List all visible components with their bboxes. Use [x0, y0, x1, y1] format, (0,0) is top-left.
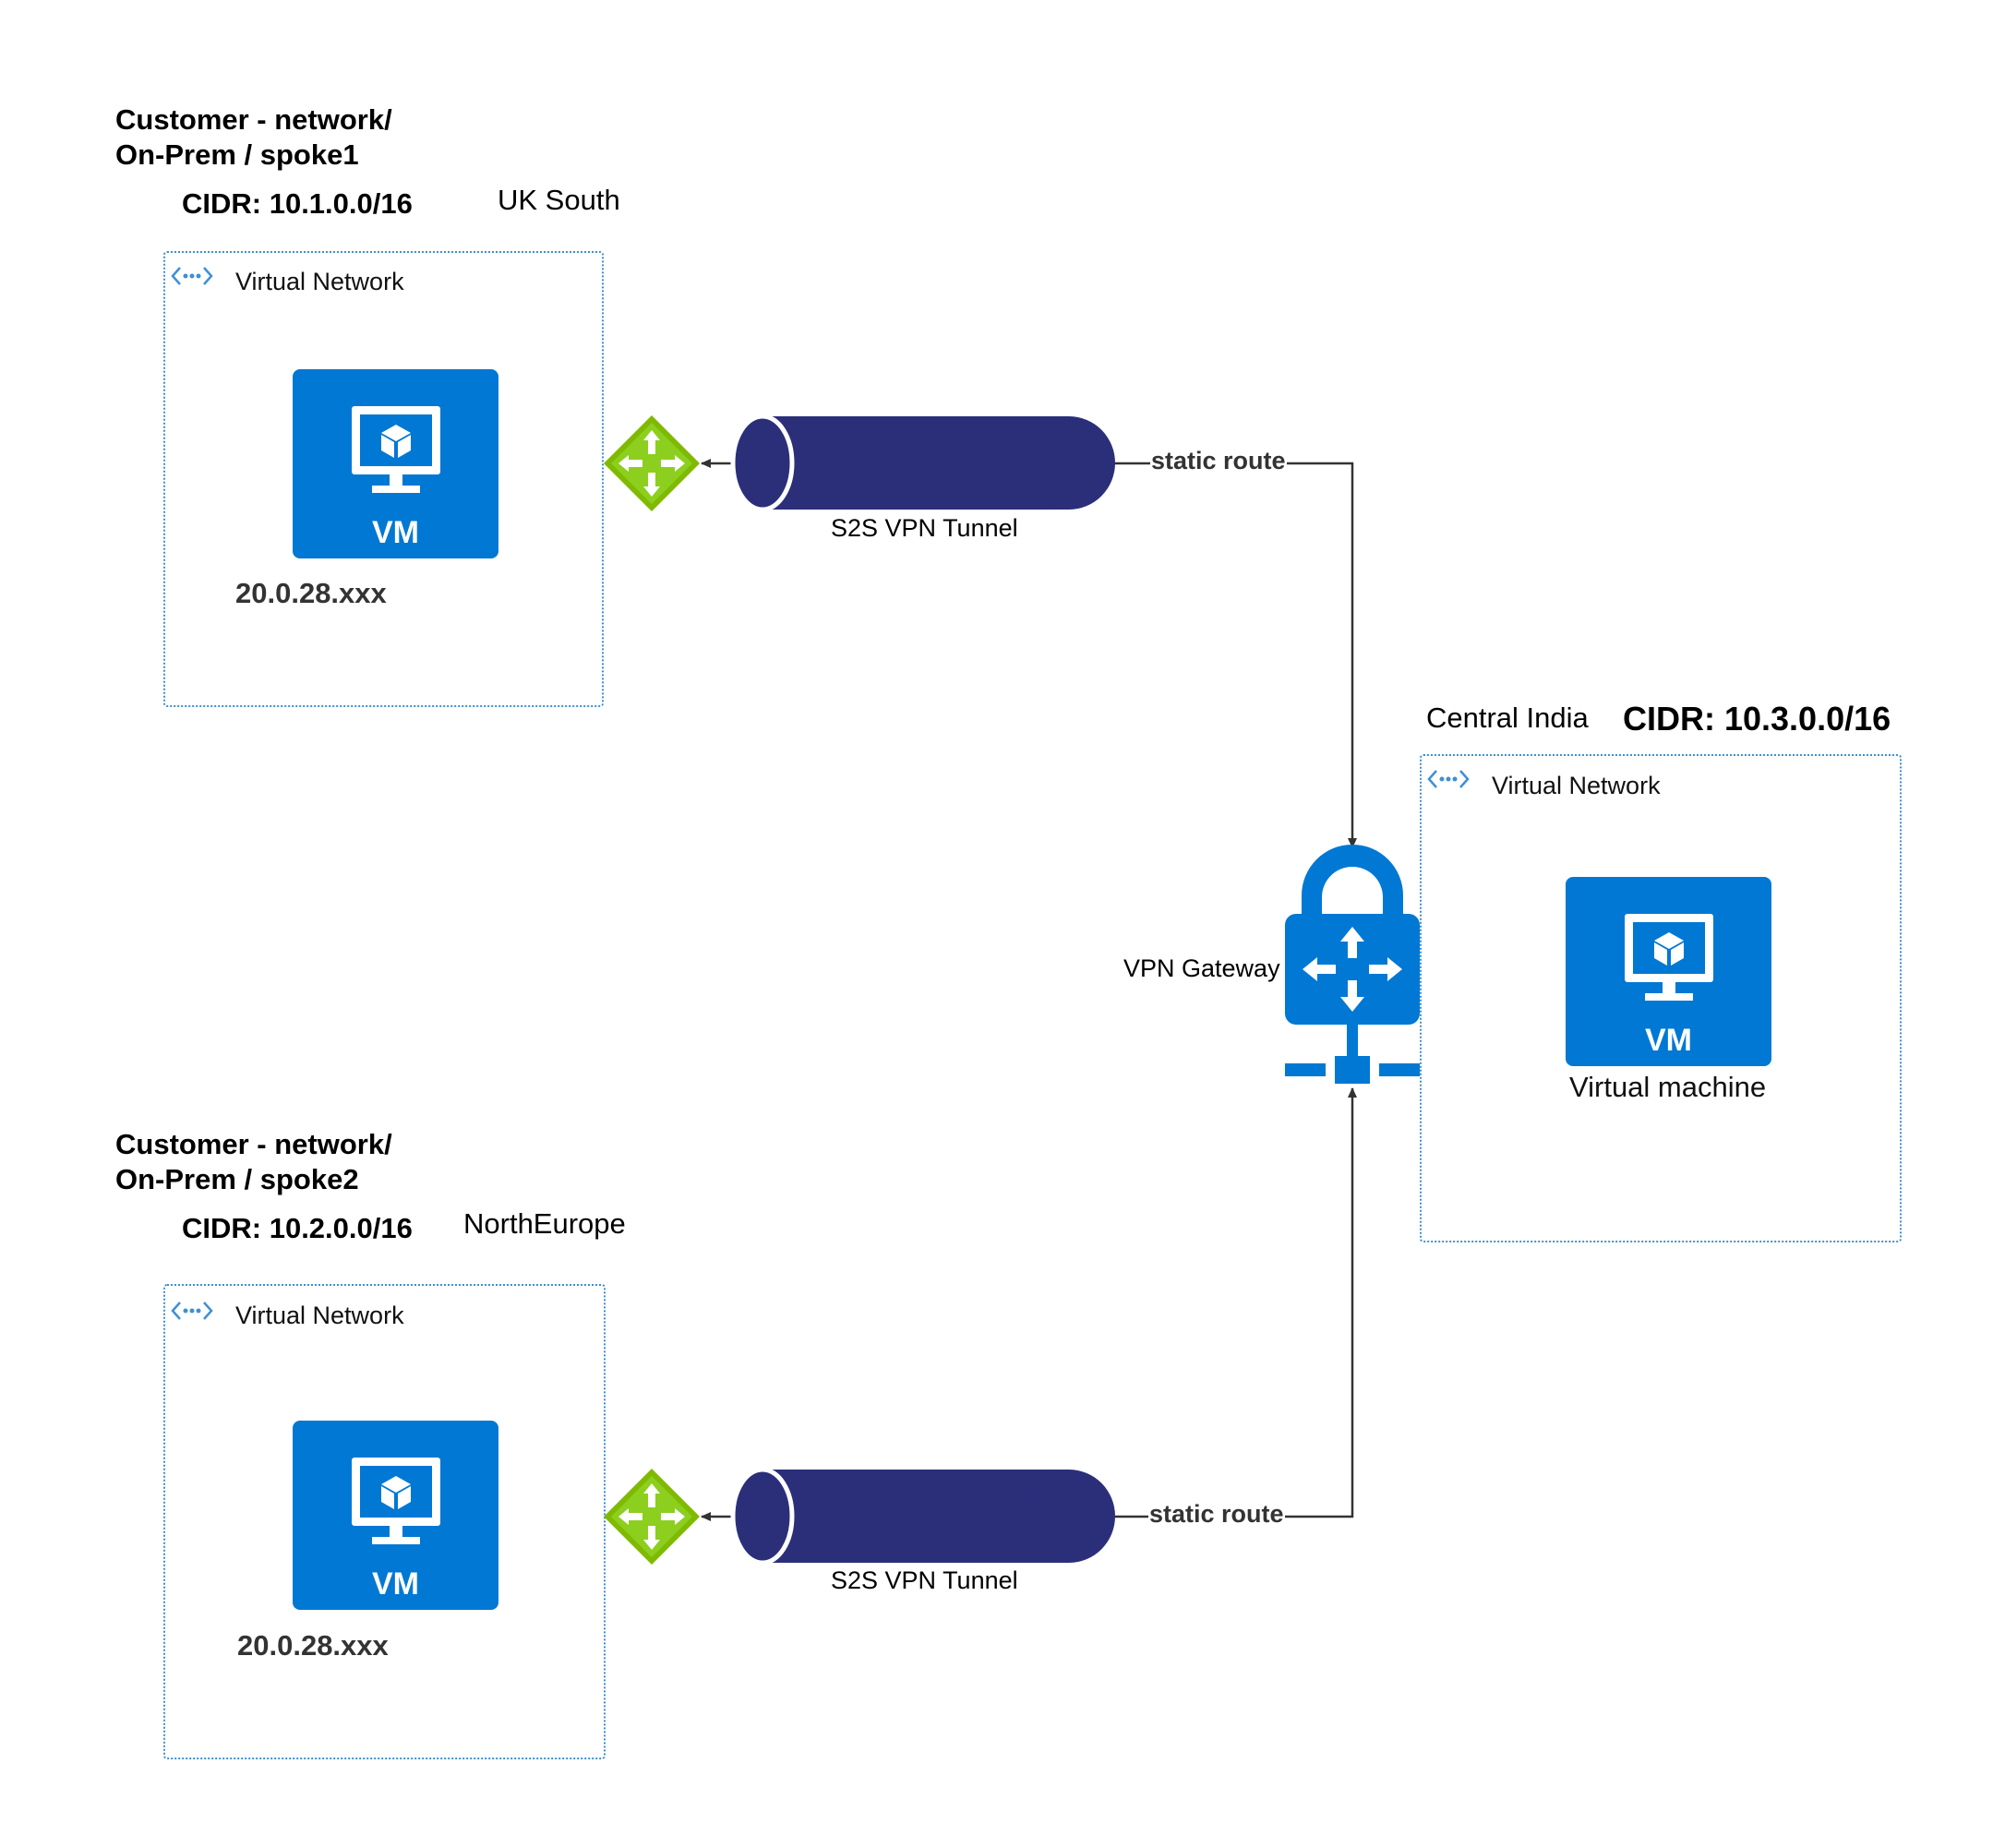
- spoke2-vm-tile[interactable]: VM: [293, 1421, 498, 1610]
- spoke2-region: NorthEurope: [463, 1207, 626, 1240]
- spoke1-vnet-box: Virtual Network: [163, 251, 604, 707]
- local-network-gateway-icon: [604, 415, 700, 511]
- spoke2-route-label: static route: [1148, 1500, 1285, 1529]
- hub-vm-label: VM: [1645, 1023, 1692, 1058]
- connector-gateway-spoke1: [1285, 462, 1357, 848]
- vpn-tunnel-cylinder-icon: [730, 1467, 1115, 1566]
- virtual-network-icon: [171, 267, 213, 285]
- hub-vnet-label: Virtual Network: [1492, 772, 1661, 799]
- spoke2-title-line2: On-Prem / spoke2: [115, 1163, 359, 1195]
- vm-monitor-cube-icon: [352, 1458, 440, 1544]
- spoke1-vm-tile[interactable]: VM: [293, 369, 498, 558]
- spoke1-vnet-label: Virtual Network: [235, 268, 404, 295]
- hub-vnet-box: Virtual Network: [1420, 754, 1902, 1242]
- spoke2-vm-ip: 20.0.28.xxx: [237, 1629, 389, 1662]
- hub-region: Central India: [1426, 702, 1589, 734]
- vpn-gateway-lock-icon[interactable]: [1285, 845, 1420, 1084]
- hub-vm-tile[interactable]: VM: [1566, 877, 1771, 1066]
- spoke2-vnet-label: Virtual Network: [235, 1302, 404, 1329]
- spoke1-vm-ip: 20.0.28.xxx: [235, 577, 387, 609]
- spoke1-tunnel-label: S2S VPN Tunnel: [831, 514, 1018, 542]
- hub-vm-caption: Virtual machine: [1569, 1071, 1767, 1103]
- spoke1-title-line2: On-Prem / spoke1: [115, 138, 359, 171]
- spoke1-region: UK South: [498, 184, 620, 216]
- spoke1-route-label: static route: [1150, 447, 1287, 475]
- local-network-gateway-icon: [604, 1469, 700, 1565]
- virtual-network-icon: [171, 1302, 213, 1320]
- spoke1-cidr: CIDR: 10.1.0.0/16: [182, 187, 413, 220]
- spoke2-vnet-box: Virtual Network: [163, 1284, 606, 1759]
- connector-gateway-spoke2: [1285, 1087, 1357, 1518]
- hub-cidr: CIDR: 10.3.0.0/16: [1623, 700, 1891, 738]
- spoke2-tunnel-label: S2S VPN Tunnel: [831, 1566, 1018, 1594]
- spoke2-title-line1: Customer - network/: [115, 1128, 392, 1160]
- vpn-tunnel-cylinder-icon: [730, 414, 1115, 512]
- virtual-network-icon: [1427, 770, 1470, 788]
- vm-monitor-cube-icon: [1625, 914, 1713, 1001]
- vpn-gateway-label: VPN Gateway: [1123, 954, 1280, 982]
- spoke2-cidr: CIDR: 10.2.0.0/16: [182, 1212, 413, 1244]
- spoke2-vm-label: VM: [372, 1566, 419, 1602]
- spoke1-vm-label: VM: [372, 515, 419, 550]
- spoke1-title-line1: Customer - network/: [115, 103, 392, 136]
- vm-monitor-cube-icon: [352, 406, 440, 493]
